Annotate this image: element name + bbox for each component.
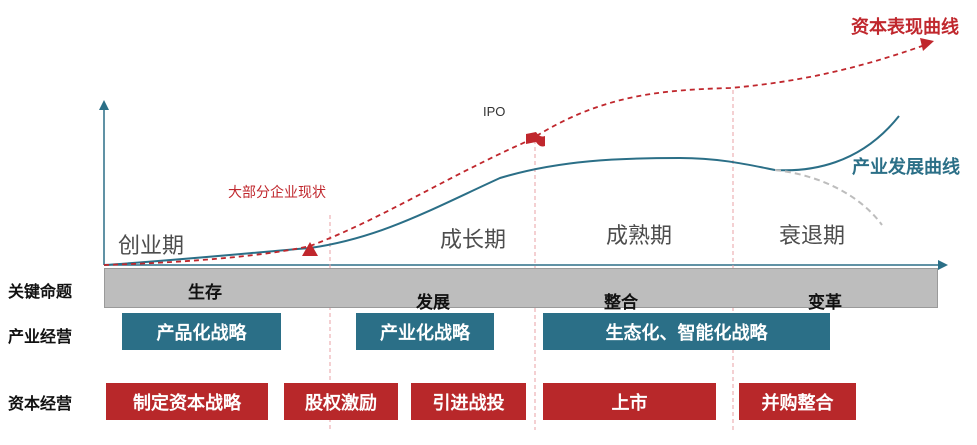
strategy-productization: 产品化战略 <box>122 313 281 350</box>
industry-decline-curve <box>774 169 883 226</box>
capital-equity-incentive: 股权激励 <box>284 383 398 420</box>
stage-integration: 整合 <box>604 293 638 312</box>
stage-survival: 生存 <box>188 283 222 302</box>
phase-growth: 成长期 <box>440 227 507 252</box>
key-topic-bar <box>104 268 938 308</box>
capital-curve-arrow <box>920 38 934 51</box>
strategy-industrialization: 产业化战略 <box>356 313 494 350</box>
phase-mature: 成熟期 <box>606 223 673 248</box>
x-axis-arrow <box>938 260 948 270</box>
capital-strategic-investors: 引进战投 <box>411 383 526 420</box>
strategy-ecosystem-intelligent: 生态化、智能化战略 <box>543 313 830 350</box>
stage-development: 发展 <box>416 293 450 312</box>
row-label-key-topic: 关键命题 <box>8 284 73 301</box>
phase-startup: 创业期 <box>118 233 185 258</box>
ipo-flag-icon <box>526 132 545 147</box>
y-axis-arrow <box>99 100 109 110</box>
industry-curve-label: 产业发展曲线 <box>852 157 960 177</box>
capital-listing: 上市 <box>543 383 716 420</box>
industry-curve <box>103 115 900 266</box>
capital-strategy-plan: 制定资本战略 <box>106 383 268 420</box>
current-state-triangle-icon <box>302 242 318 256</box>
capital-curve-label: 资本表现曲线 <box>851 17 959 37</box>
current-state-label: 大部分企业现状 <box>228 184 326 200</box>
row-label-capital-ops: 资本经营 <box>8 396 73 413</box>
phase-decline: 衰退期 <box>779 223 846 248</box>
ipo-label: IPO <box>483 104 506 119</box>
row-label-industry-ops: 产业经营 <box>8 329 73 346</box>
capital-merger-integration: 并购整合 <box>739 383 856 420</box>
stage-transformation: 变革 <box>808 293 842 312</box>
